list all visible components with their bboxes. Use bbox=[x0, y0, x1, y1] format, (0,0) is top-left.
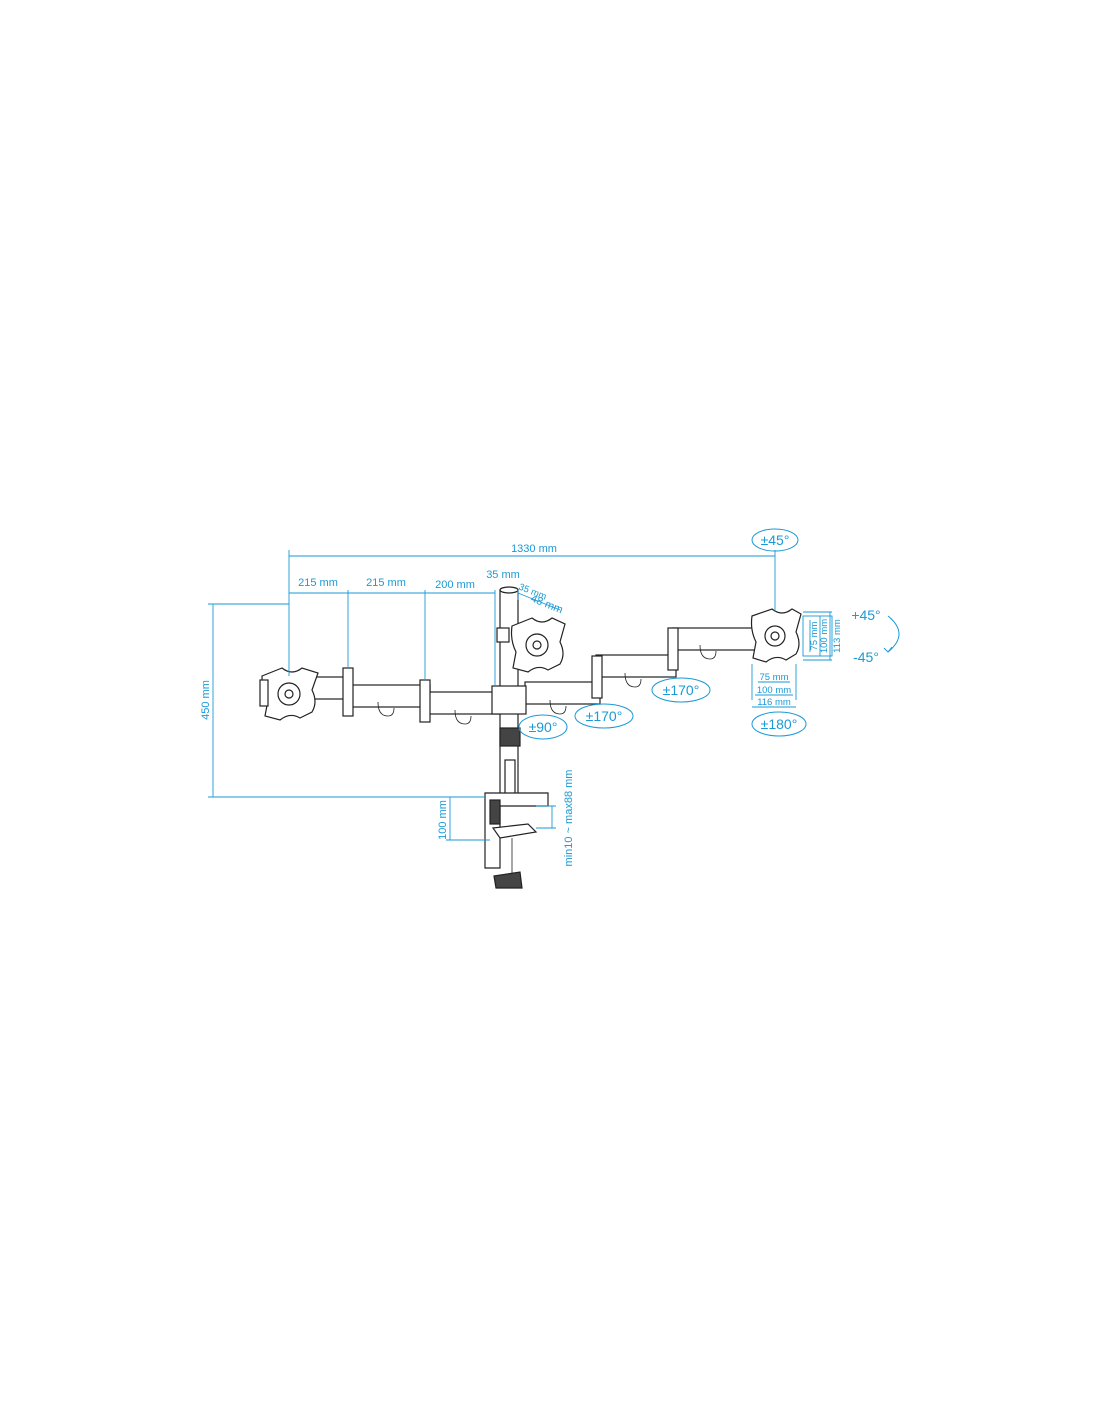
tilt-arc bbox=[887, 615, 900, 653]
swivel-top-ellipse bbox=[751, 528, 799, 552]
cable-clip-5 bbox=[699, 644, 717, 660]
left-arm-segment-3 bbox=[424, 691, 501, 715]
right-joint-2 bbox=[667, 627, 679, 671]
vesa-h116-label: 116 mm bbox=[757, 697, 791, 708]
overall-width-label: 1330 mm bbox=[511, 543, 557, 555]
arm-segment-1-label: 215 mm bbox=[298, 577, 338, 589]
dimension-lines bbox=[208, 550, 900, 841]
cable-clip-3 bbox=[549, 699, 567, 715]
plate-rotation-label: ±180° bbox=[761, 716, 798, 732]
left-joint-1 bbox=[342, 667, 354, 717]
tilt-arrow bbox=[883, 646, 893, 653]
mount-drawing bbox=[259, 586, 802, 889]
height-label: 450 mm bbox=[200, 680, 212, 720]
vesa-v-box bbox=[802, 615, 833, 657]
clamp-knob bbox=[493, 871, 523, 889]
top-48-line bbox=[517, 592, 561, 611]
pole-hub-collar bbox=[491, 685, 527, 715]
cable-clip-4 bbox=[624, 672, 642, 688]
pole-lock-collar bbox=[499, 727, 521, 747]
left-vesa-plate bbox=[259, 667, 319, 721]
pole-diameter-label: 35 mm bbox=[486, 569, 520, 581]
pole-rotation-ellipse bbox=[518, 714, 568, 740]
arm-rotation-1-label: ±170° bbox=[586, 708, 623, 724]
arm-rotation-2-label: ±170° bbox=[663, 682, 700, 698]
center-vesa-plate bbox=[496, 617, 566, 673]
plate-rotation-ellipse bbox=[751, 711, 807, 737]
right-joint-1 bbox=[591, 655, 603, 699]
vesa-h75-label: 75 mm bbox=[759, 672, 788, 683]
desk-thickness-label: min10 ~ max88 mm bbox=[563, 770, 575, 867]
arm-segment-2-label: 215 mm bbox=[366, 577, 406, 589]
vesa-v100-label: 100 mm bbox=[819, 619, 830, 653]
cable-clip-1 bbox=[377, 701, 395, 717]
arm-rotation-2-ellipse bbox=[651, 677, 711, 703]
vesa-v113-label: 113 mm bbox=[832, 619, 843, 653]
right-vesa-plate bbox=[750, 608, 802, 663]
vesa-v75-label: 75 mm bbox=[809, 621, 820, 650]
top-48-label: 48 mm bbox=[529, 593, 565, 617]
tilt-down-label: -45° bbox=[853, 649, 879, 665]
left-joint-2 bbox=[419, 679, 431, 723]
cable-clip-2 bbox=[454, 709, 472, 725]
arm-rotation-1-ellipse bbox=[574, 703, 634, 729]
right-arm-segment-2 bbox=[595, 654, 677, 678]
swivel-top-label: ±45° bbox=[761, 532, 790, 548]
tilt-up-label: +45° bbox=[851, 607, 880, 623]
clamp-bracket bbox=[489, 799, 501, 825]
clamp-jaw bbox=[491, 823, 538, 839]
right-arm-segment-1 bbox=[524, 681, 601, 705]
pole-rotation-label: ±90° bbox=[529, 719, 558, 735]
arm-segment-3-label: 200 mm bbox=[435, 579, 475, 591]
vesa-h100-label: 100 mm bbox=[757, 685, 791, 696]
angle-labels: ±45° +45° -45° ±90° ±170° ±170° ±180° bbox=[529, 532, 881, 735]
right-arm-segment-3 bbox=[671, 627, 758, 651]
clamp-depth-label: 100 mm bbox=[437, 800, 449, 840]
left-arm-segment-2 bbox=[344, 684, 431, 708]
pole-top-cap bbox=[499, 586, 519, 594]
angle-ellipses bbox=[518, 528, 807, 740]
